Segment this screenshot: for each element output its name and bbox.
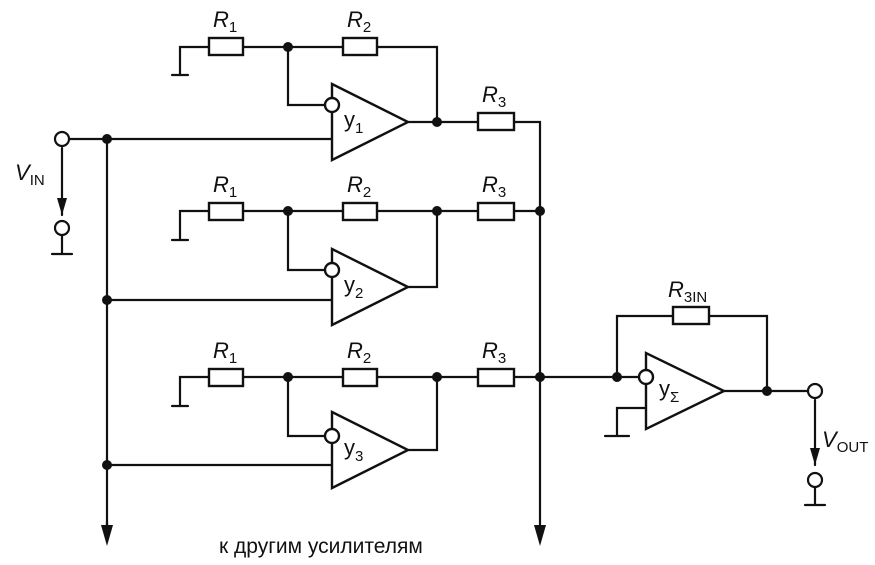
vout-ground-wire <box>803 485 827 507</box>
stage-1-output-wire <box>406 120 542 532</box>
arrows <box>57 198 820 546</box>
label-r1-stage-2: R1 <box>213 172 237 201</box>
terminals <box>53 130 824 489</box>
vin-arrow <box>57 198 67 215</box>
bus-continues-arrow-left <box>101 525 113 546</box>
label-r2-stage-2: R2 <box>347 172 371 201</box>
bus-continues-arrow-right <box>534 525 546 546</box>
stage-1-ground-wire <box>178 45 290 77</box>
vout-ground-terminal <box>806 471 824 489</box>
label-amp-y2: y2 <box>344 272 363 302</box>
stage-3-inv-input-wire <box>286 375 326 438</box>
label-r1-stage-3: R1 <box>213 338 237 367</box>
opamp-y1-inverting-input <box>323 96 341 114</box>
vin-ground-terminal <box>53 219 71 237</box>
opamp-y-sum-inverting-input <box>637 368 655 386</box>
stage-3-output-wire <box>406 375 439 452</box>
opamp-y3-inverting-input <box>323 427 341 445</box>
vin-terminal <box>53 130 71 148</box>
label-amp-y1: y1 <box>344 107 363 137</box>
resistor-r2-stage-1 <box>341 36 379 57</box>
resistors <box>207 36 711 388</box>
caption-to-other-amplifiers: к другим усилителям <box>219 535 423 558</box>
label-r3in: R3IN <box>668 277 707 306</box>
opamp-y2-inverting-input <box>323 261 341 279</box>
resistor-r1-stage-1 <box>207 36 245 57</box>
resistor-r3-stage-2 <box>476 201 516 222</box>
resistor-r3-stage-3 <box>476 367 516 388</box>
vout-arrow <box>810 448 820 465</box>
opamp-y3 <box>330 410 411 490</box>
resistor-r2-stage-3 <box>341 367 379 388</box>
stage-1-inv-input-wire <box>286 45 326 107</box>
stage-2-output-wire <box>406 209 439 289</box>
vout-terminal <box>806 382 824 400</box>
opamp-y1 <box>330 82 411 162</box>
label-vout: VOUT <box>822 427 868 456</box>
label-r1-stage-1: R1 <box>213 7 237 36</box>
label-amp-y-sum: yΣ <box>659 376 679 406</box>
opamp-y2 <box>330 247 411 327</box>
label-r3-stage-3: R3 <box>482 338 506 367</box>
amplifiers <box>323 82 727 490</box>
label-vin: VIN <box>15 160 45 189</box>
resistor-r3-stage-1 <box>476 111 516 132</box>
label-r3-stage-1: R3 <box>482 82 506 111</box>
vin-ground-wire <box>50 234 74 256</box>
stage-2-inv-input-wire <box>286 209 326 272</box>
resistor-r3in <box>671 305 711 326</box>
label-amp-y3: y3 <box>344 435 363 465</box>
junctions <box>102 42 772 470</box>
label-r2-stage-1: R2 <box>347 7 371 36</box>
resistor-r1-stage-3 <box>207 367 245 388</box>
resistor-r2-stage-2 <box>341 201 379 222</box>
label-r3-stage-2: R3 <box>482 172 506 201</box>
resistor-r1-stage-2 <box>207 201 245 222</box>
stage-1-feedback-wire <box>286 45 439 124</box>
summing-ground-wire <box>603 406 650 438</box>
component-labels: R1 R2 R3 y1 R1 R2 R3 y2 R1 R2 R3 y3 R3IN… <box>15 7 868 465</box>
opamp-y-sum <box>644 351 727 431</box>
label-r2-stage-3: R2 <box>347 338 371 367</box>
